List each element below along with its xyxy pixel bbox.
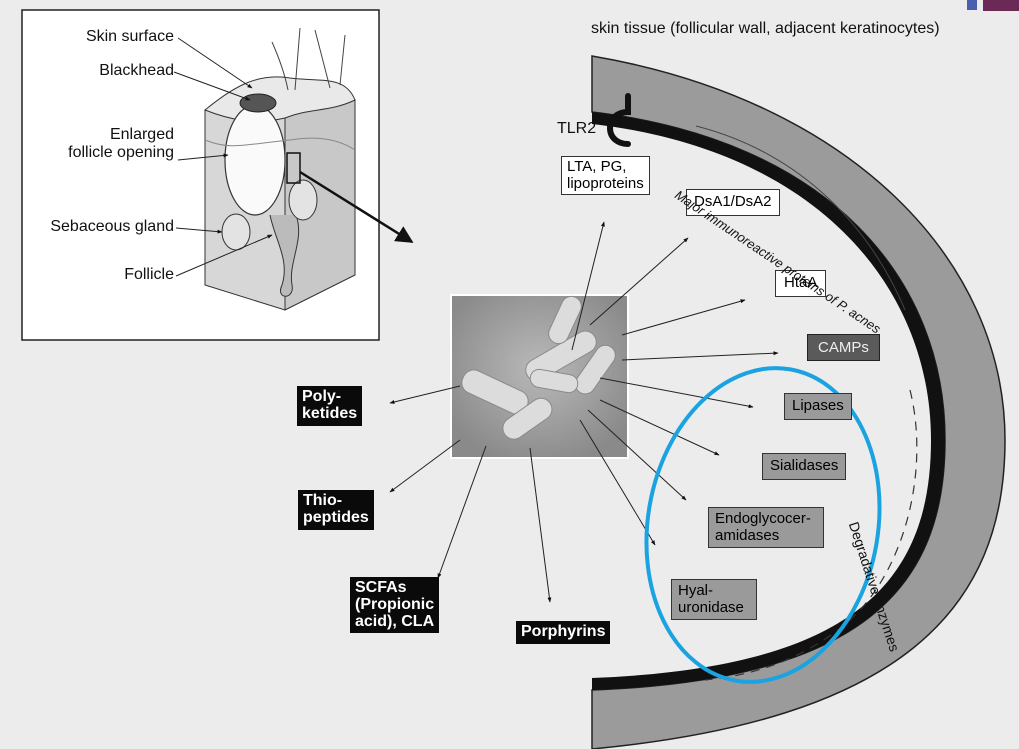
bacteria-micrograph-icon — [451, 293, 628, 458]
corner-tab — [983, 0, 1019, 11]
follicle-label: Follicle — [60, 266, 174, 284]
tlr2-label: TLR2 — [557, 120, 596, 138]
blackhead-label: Blackhead — [60, 62, 174, 80]
corner-square — [967, 0, 977, 10]
skin-tissue-label: skin tissue (follicular wall, adjacent k… — [591, 20, 940, 38]
camps-box: CAMPs — [807, 334, 880, 361]
sialidases-box: Sialidases — [762, 453, 846, 480]
endoglycoceramidases-box: Endoglycocer- amidases — [708, 507, 824, 548]
polyketides-box: Poly- ketides — [297, 386, 362, 426]
hyaluronidase-box: Hyal- uronidase — [671, 579, 757, 620]
lipases-box: Lipases — [784, 393, 852, 420]
skin-cross-section-icon — [22, 10, 379, 340]
lta-pg-lipoproteins-box: LTA, PG, lipoproteins — [561, 156, 650, 195]
thiopeptides-box: Thio- peptides — [298, 490, 374, 530]
scfas-box: SCFAs (Propionic acid), CLA — [350, 577, 439, 633]
porphyrins-box: Porphyrins — [516, 621, 610, 644]
skin-surface-label: Skin surface — [60, 28, 174, 46]
enlarged-follicle-label: Enlarged follicle opening — [30, 126, 174, 162]
sebaceous-gland-label: Sebaceous gland — [24, 218, 174, 236]
